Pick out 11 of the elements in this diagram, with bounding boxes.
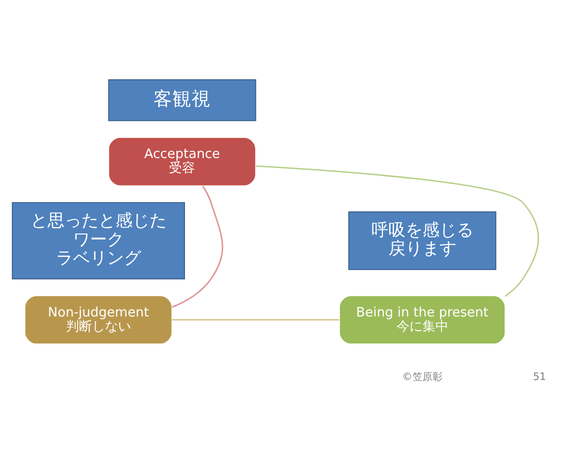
node-box: 客観視 — [108, 79, 256, 122]
label: ©笠原彰 — [402, 372, 442, 384]
node-box: と思ったと感じた ワーク ラベリング — [12, 202, 185, 280]
node-box: Being in the present 今に集中 — [338, 295, 506, 344]
connector — [256, 165, 540, 297]
node-box: Acceptance 受容 — [108, 136, 256, 186]
connector — [172, 319, 340, 321]
label: 51 — [533, 372, 546, 384]
node-box: 呼吸を感じる 戻ります — [348, 211, 496, 270]
connector — [172, 186, 224, 308]
node-box: Non-judgement 判断しない — [24, 295, 172, 344]
